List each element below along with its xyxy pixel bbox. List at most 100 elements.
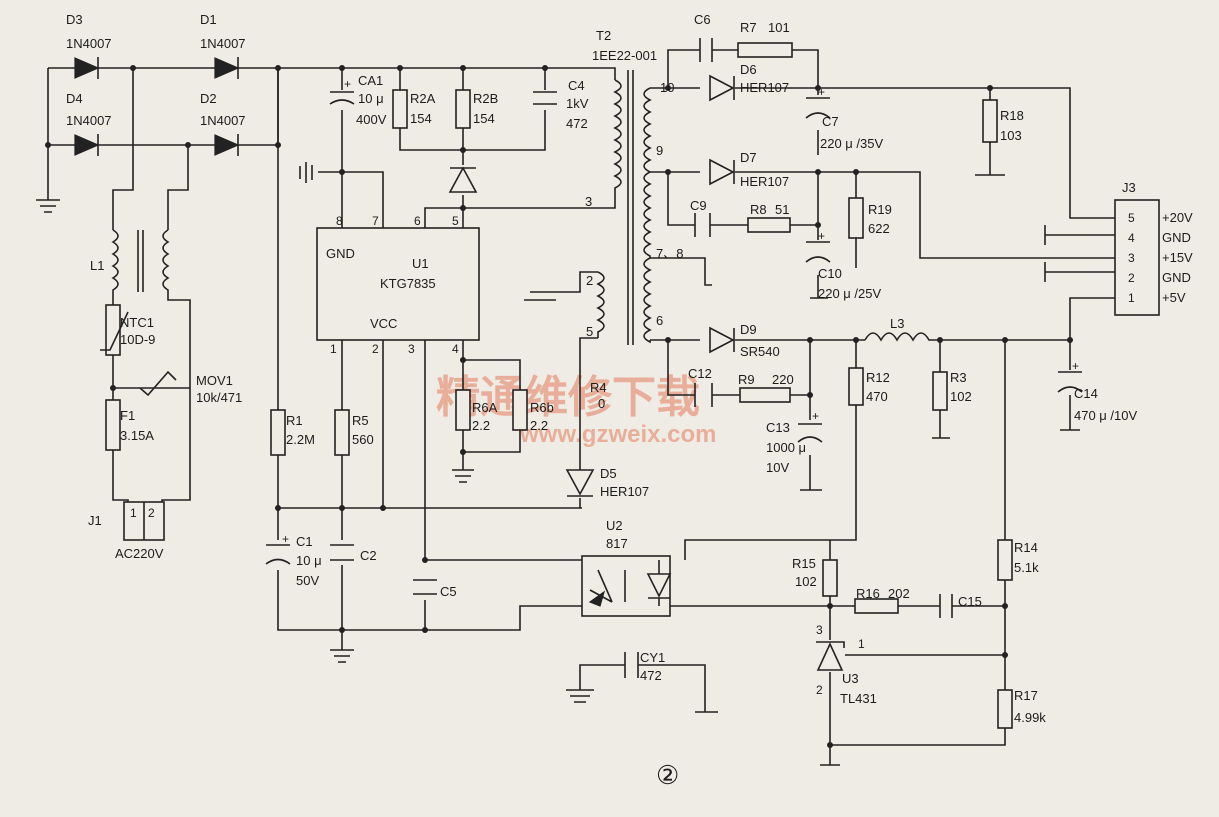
u1-part: KTG7835	[380, 276, 436, 291]
j3-pin4-num: 4	[1128, 231, 1135, 245]
c10-ref: C10	[818, 266, 842, 281]
ca1-rating: 400V	[356, 112, 387, 127]
watermark-url: www.gzweix.com	[519, 421, 717, 448]
c1-ref: C1	[296, 534, 313, 549]
t2-pin2: 2	[586, 273, 593, 288]
thermistor-ntc1	[105, 304, 121, 356]
u1-pin6: 6	[414, 214, 421, 228]
u3-pin1: 1	[858, 637, 865, 651]
j1-pin2: 2	[148, 506, 155, 520]
capacitor-c6	[699, 38, 713, 62]
c12-ref: C12	[688, 366, 712, 381]
r5-ref: R5	[352, 413, 369, 428]
resistor-r18	[982, 99, 998, 143]
diode-d6	[709, 74, 735, 102]
resistor-r6a	[455, 389, 471, 431]
j3-pin2-num: 2	[1128, 271, 1135, 285]
svg-text:+: +	[344, 77, 351, 91]
c14-value: 470 μ /10V	[1074, 408, 1137, 423]
f1-value: 3.15A	[120, 428, 154, 443]
r14-ref: R14	[1014, 540, 1038, 555]
u1-pin4: 4	[452, 342, 459, 356]
diode-d1	[214, 57, 240, 79]
l1-label: L1	[90, 258, 104, 273]
resistor-r9	[739, 387, 791, 403]
r1-ref: R1	[286, 413, 303, 428]
r3-value: 102	[950, 389, 972, 404]
d7-part: HER107	[740, 174, 789, 189]
capacitor-c7: +	[805, 85, 831, 119]
c5-ref: C5	[440, 584, 457, 599]
resistor-r1	[270, 409, 286, 456]
r2a-ref: R2A	[410, 91, 436, 106]
u2-part: 817	[606, 536, 628, 551]
c6-ref: C6	[694, 12, 711, 27]
t2-pin5: 5	[586, 324, 593, 339]
t2-pin10: 10	[660, 80, 674, 95]
r7-value: 101	[768, 20, 790, 35]
d2-ref: D2	[200, 91, 217, 106]
resistor-r6b	[512, 389, 528, 431]
r4-value: 0	[598, 396, 605, 411]
capacitor-c15	[939, 594, 953, 618]
u3-part: TL431	[840, 691, 877, 706]
junctions	[45, 65, 1073, 748]
u3-ref: U3	[842, 671, 859, 686]
j1-ref: J1	[88, 513, 102, 528]
u3-pin2: 2	[816, 683, 823, 697]
d1-ref: D1	[200, 12, 217, 27]
c14-ref: C14	[1074, 386, 1098, 401]
d3-part: 1N4007	[66, 36, 112, 51]
r8-value: 51	[775, 202, 789, 217]
resistor-r5	[334, 409, 350, 456]
cy1-ref: CY1	[640, 650, 665, 665]
r2b-value: 154	[473, 111, 495, 126]
c7-value: 220 μ /35V	[820, 136, 883, 151]
c4-rating: 472	[566, 116, 588, 131]
j3-pin1-label: +5V	[1162, 290, 1186, 305]
u1-gnd: GND	[326, 246, 355, 261]
capacitor-ca1: +	[329, 77, 355, 105]
r3-ref: R3	[950, 370, 967, 385]
resistor-r12	[848, 367, 864, 406]
u3-pin3: 3	[816, 623, 823, 637]
r1-value: 2.2M	[286, 432, 315, 447]
d9-ref: D9	[740, 322, 757, 337]
t2-part: 1EE22-001	[592, 48, 657, 63]
c4-ref: C4	[568, 78, 585, 93]
r18-value: 103	[1000, 128, 1022, 143]
u1-ref: U1	[412, 256, 429, 271]
r17-value: 4.99k	[1014, 710, 1046, 725]
r19-value: 622	[868, 221, 890, 236]
ntc1-ref: NTC1	[120, 315, 154, 330]
inductor-l3	[864, 332, 935, 342]
resistor-r16	[854, 598, 899, 614]
r7-ref: R7	[740, 20, 757, 35]
j3-pin5-num: 5	[1128, 211, 1135, 225]
resistor-r15	[822, 559, 838, 597]
r4-ref: R4	[590, 380, 607, 395]
diode-d3	[74, 57, 100, 79]
ic-u1	[316, 227, 480, 341]
f1-ref: F1	[120, 408, 135, 423]
r8-ref: R8	[750, 202, 767, 217]
ca1-ref: CA1	[358, 73, 383, 88]
cy1-value: 472	[640, 668, 662, 683]
r6a-ref: R6A	[472, 400, 498, 415]
t2-pin78: 7、8	[656, 246, 683, 261]
r15-value: 102	[795, 574, 817, 589]
diode-d7	[709, 158, 735, 186]
r18-ref: R18	[1000, 108, 1024, 123]
watermark-text: 精通维修下载	[436, 373, 700, 422]
u1-pin1: 1	[330, 342, 337, 356]
d9-part: SR540	[740, 344, 780, 359]
r12-ref: R12	[866, 370, 890, 385]
r6b-ref: R6b	[530, 400, 554, 415]
resistor-r14	[997, 539, 1013, 581]
d3-ref: D3	[66, 12, 83, 27]
capacitor-c14: +	[1057, 359, 1083, 393]
r9-value: 220	[772, 372, 794, 387]
resistor-r7	[737, 42, 793, 58]
d7-ref: D7	[740, 150, 757, 165]
